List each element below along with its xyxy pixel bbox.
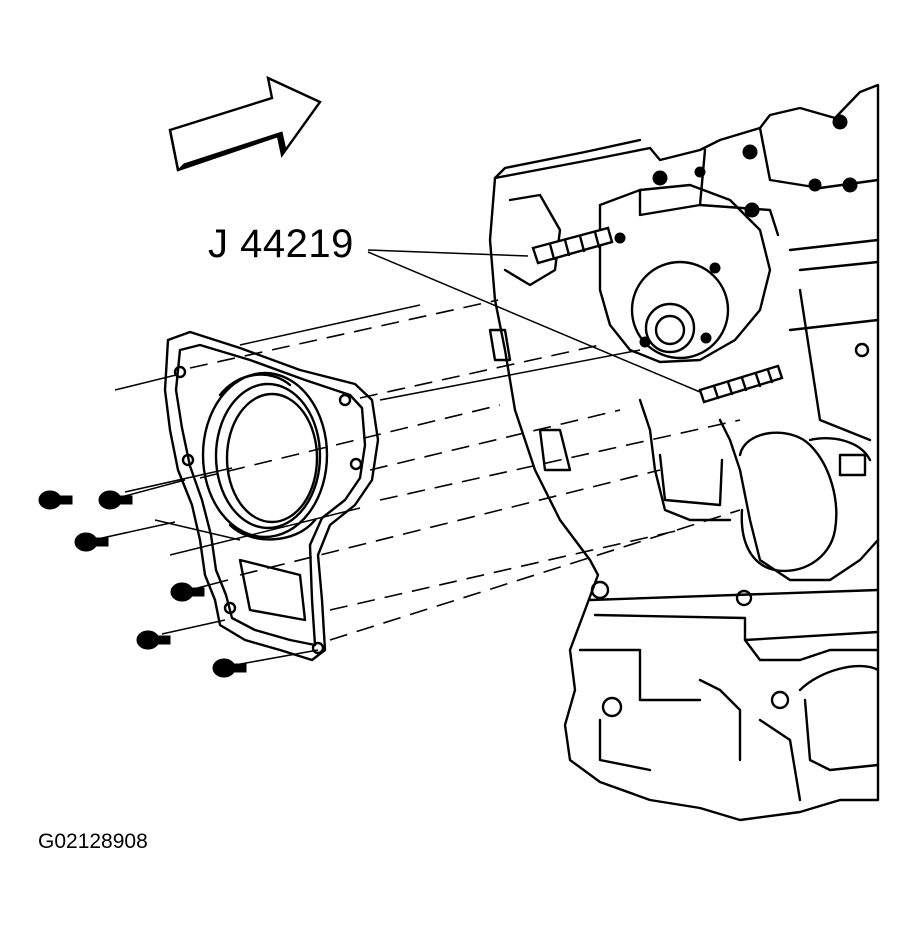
bolt-icon bbox=[170, 582, 205, 602]
bolt-icon bbox=[98, 490, 133, 510]
seal-housing bbox=[163, 330, 380, 662]
bolt-icon bbox=[38, 490, 73, 510]
figure-id: G02128908 bbox=[38, 830, 148, 853]
head-bolts bbox=[614, 114, 858, 348]
guide-pin-icon bbox=[531, 226, 614, 265]
bolt-icon bbox=[212, 658, 247, 678]
engine-block bbox=[488, 83, 880, 822]
tool-label-leaders bbox=[367, 249, 701, 393]
tool-label: J 44219 bbox=[208, 222, 354, 266]
bolt-icon bbox=[74, 532, 109, 552]
front-arrow-icon bbox=[168, 75, 322, 172]
bolt-icon bbox=[136, 630, 171, 650]
alignment-lines bbox=[92, 299, 741, 666]
guide-pin-icon bbox=[698, 364, 784, 404]
